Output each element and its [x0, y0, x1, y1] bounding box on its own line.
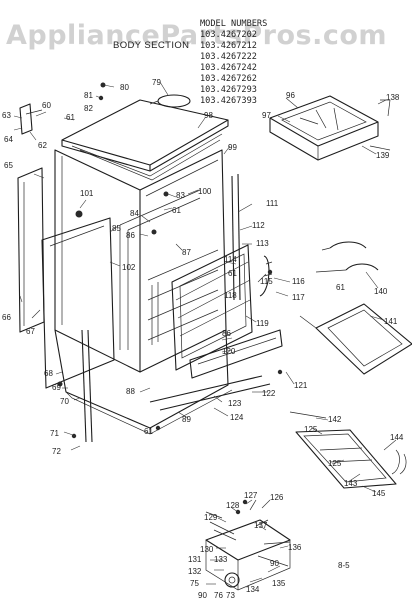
- callout-111: 111: [266, 199, 279, 208]
- pump-assembly: [205, 499, 291, 591]
- callout-69: 69: [52, 383, 61, 392]
- callout-119: 119: [256, 319, 269, 328]
- callout-122: 122: [262, 389, 276, 398]
- model-number-1: 103.4267202: [200, 30, 257, 40]
- tub-assembly: [269, 95, 391, 161]
- callout-131: 131: [188, 555, 202, 564]
- leader-lines: [13, 81, 397, 585]
- callout-112: 112: [252, 221, 265, 230]
- callout-71: 71: [50, 429, 59, 438]
- callout-86-b: 86: [222, 329, 231, 338]
- callout-86-a: 86: [126, 231, 135, 240]
- callout-97: 97: [262, 111, 271, 120]
- callout-144: 144: [390, 433, 404, 442]
- callout-143: 143: [344, 479, 358, 488]
- section-title: BODY SECTION: [113, 40, 189, 51]
- callout-140: 140: [374, 287, 388, 296]
- callout-118: 118: [224, 291, 237, 300]
- model-number-3: 103.4267222: [200, 52, 257, 62]
- model-number-4: 103.4267242: [200, 63, 257, 73]
- callout-72: 72: [52, 447, 61, 456]
- model-number-5: 103.4267262: [200, 74, 257, 84]
- callout-130: 130: [200, 545, 214, 554]
- callout-138: 138: [386, 93, 400, 102]
- callout-88: 88: [126, 387, 135, 396]
- callout-61-c: 61: [144, 427, 153, 436]
- callout-89: 89: [182, 415, 191, 424]
- right-parts: [259, 241, 412, 375]
- page-code: 8-5: [338, 561, 350, 570]
- callout-64: 64: [4, 135, 13, 144]
- callout-132: 132: [188, 567, 202, 576]
- callout-67: 67: [26, 327, 35, 336]
- model-number-7: 103.4267393: [200, 96, 257, 106]
- model-header: BODY SECTION MODEL NUMBERS 103.4267202 1…: [113, 19, 267, 106]
- callouts: 79 80 81 82 98 99 100 83 61 84 85 86 87 …: [2, 78, 404, 600]
- callout-62: 62: [38, 141, 47, 150]
- callout-102: 102: [122, 263, 136, 272]
- callout-66: 66: [2, 313, 11, 322]
- callout-61-a: 61: [172, 206, 181, 215]
- callout-123: 123: [228, 399, 242, 408]
- model-numbers-label: MODEL NUMBERS: [200, 19, 267, 29]
- left-hardware: [19, 82, 283, 515]
- callout-137: 137: [254, 521, 268, 530]
- watermark: AppliancePartsPros.com: [6, 20, 387, 51]
- callout-115: 115: [260, 277, 273, 286]
- callout-113: 113: [256, 239, 269, 248]
- callout-120: 120: [222, 347, 236, 356]
- callout-100: 100: [198, 187, 212, 196]
- callout-79: 79: [152, 78, 161, 87]
- callout-124: 124: [230, 413, 244, 422]
- callout-101: 101: [80, 189, 94, 198]
- callout-82: 82: [84, 104, 93, 113]
- callout-83: 83: [176, 191, 185, 200]
- callout-70: 70: [60, 397, 69, 406]
- callout-99: 99: [228, 143, 237, 152]
- model-number-6: 103.4267293: [200, 85, 257, 95]
- callout-127: 127: [244, 491, 258, 500]
- callout-65: 65: [4, 161, 13, 170]
- callout-145: 145: [372, 489, 386, 498]
- callout-75: 75: [190, 579, 199, 588]
- callout-96: 96: [286, 91, 295, 100]
- callout-90-a: 90: [270, 559, 279, 568]
- callout-80: 80: [120, 83, 129, 92]
- callout-81: 81: [84, 91, 93, 100]
- callout-141: 141: [384, 317, 398, 326]
- callout-125-a: 125: [304, 425, 318, 434]
- callout-87: 87: [182, 248, 191, 257]
- callout-142: 142: [328, 415, 342, 424]
- callout-61-e: 61: [336, 283, 345, 292]
- model-number-2: 103.4267212: [200, 41, 257, 51]
- callout-85: 85: [112, 224, 121, 233]
- callout-73: 73: [226, 591, 235, 600]
- callout-136: 136: [288, 543, 302, 552]
- cabinet-drawing: [17, 94, 327, 443]
- callout-121: 121: [294, 381, 308, 390]
- callout-116: 116: [292, 277, 305, 286]
- callout-90-b: 90: [198, 591, 207, 600]
- callout-128: 128: [226, 501, 240, 510]
- callout-114: 114: [224, 255, 237, 264]
- callout-126: 126: [270, 493, 284, 502]
- callout-76: 76: [214, 591, 223, 600]
- callout-125-b: 125: [328, 459, 342, 468]
- lower-right-parts: [295, 429, 407, 489]
- callout-61-b: 61: [66, 113, 75, 122]
- callout-129: 129: [204, 513, 218, 522]
- callout-60: 60: [42, 101, 51, 110]
- callout-84: 84: [130, 209, 139, 218]
- callout-61-d: 61: [228, 269, 237, 278]
- callout-98: 98: [204, 111, 213, 120]
- callout-133: 133: [214, 555, 228, 564]
- callout-135: 135: [272, 579, 286, 588]
- callout-63: 63: [2, 111, 11, 120]
- callout-117: 117: [292, 293, 305, 302]
- callout-139: 139: [376, 151, 390, 160]
- callout-68: 68: [44, 369, 53, 378]
- callout-134: 134: [246, 585, 260, 594]
